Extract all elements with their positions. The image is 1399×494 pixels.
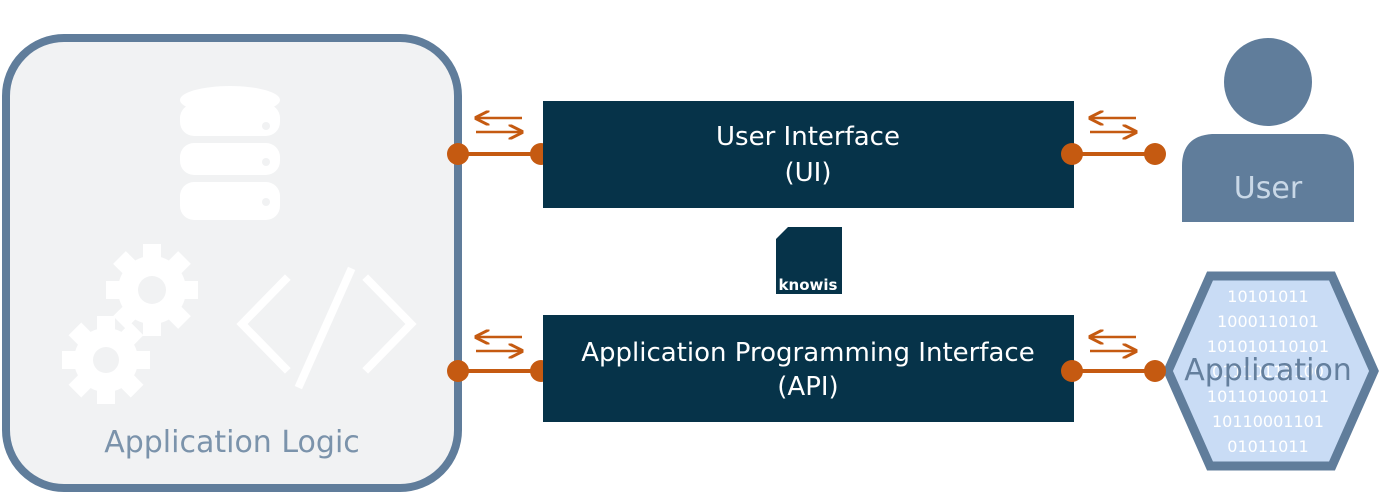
api-subtitle: (API) (777, 372, 838, 402)
connector-logic-ui (447, 118, 552, 165)
application-logic-label: Application Logic (104, 425, 360, 460)
api-title: Application Programming Interface (581, 338, 1034, 368)
user-head-icon (1224, 38, 1312, 126)
gears-icon (62, 244, 198, 404)
application-hexagon: 10101011 1000110101 101010110101 0111011… (1163, 271, 1379, 471)
binary-line-4: 01110111100 (1212, 362, 1324, 381)
user-body-icon (1182, 134, 1354, 222)
application-logic-panel: Application Logic (2, 34, 462, 492)
binary-line-5: 101101001011 (1207, 387, 1329, 406)
application-label: Application (1184, 353, 1352, 388)
knowis-logo-text: knowis (779, 276, 838, 294)
binary-line-1: 10101011 (1227, 287, 1308, 306)
user-label: User (1234, 171, 1303, 206)
api-box: Application Programming Interface (API) (543, 315, 1074, 422)
bidirectional-arrow-icon (476, 118, 522, 132)
user-interface-box: User Interface (UI) (543, 101, 1074, 208)
database-icon (180, 86, 280, 220)
connector-logic-api (447, 337, 552, 382)
bidirectional-arrow-icon (1090, 337, 1136, 351)
ui-title: User Interface (716, 122, 900, 152)
bidirectional-arrow-icon (476, 337, 522, 351)
user-figure: User (1182, 38, 1354, 222)
ui-subtitle: (UI) (785, 158, 832, 188)
connector-api-application (1061, 337, 1166, 382)
connector-ui-user (1061, 118, 1166, 165)
binary-line-3: 101010110101 (1207, 337, 1329, 356)
binary-line-7: 01011011 (1227, 437, 1308, 456)
binary-line-2: 1000110101 (1217, 312, 1319, 331)
bidirectional-arrow-icon (1090, 118, 1136, 132)
knowis-logo: knowis (776, 227, 842, 294)
code-brackets-icon (236, 266, 417, 390)
binary-line-6: 10110001101 (1212, 412, 1324, 431)
